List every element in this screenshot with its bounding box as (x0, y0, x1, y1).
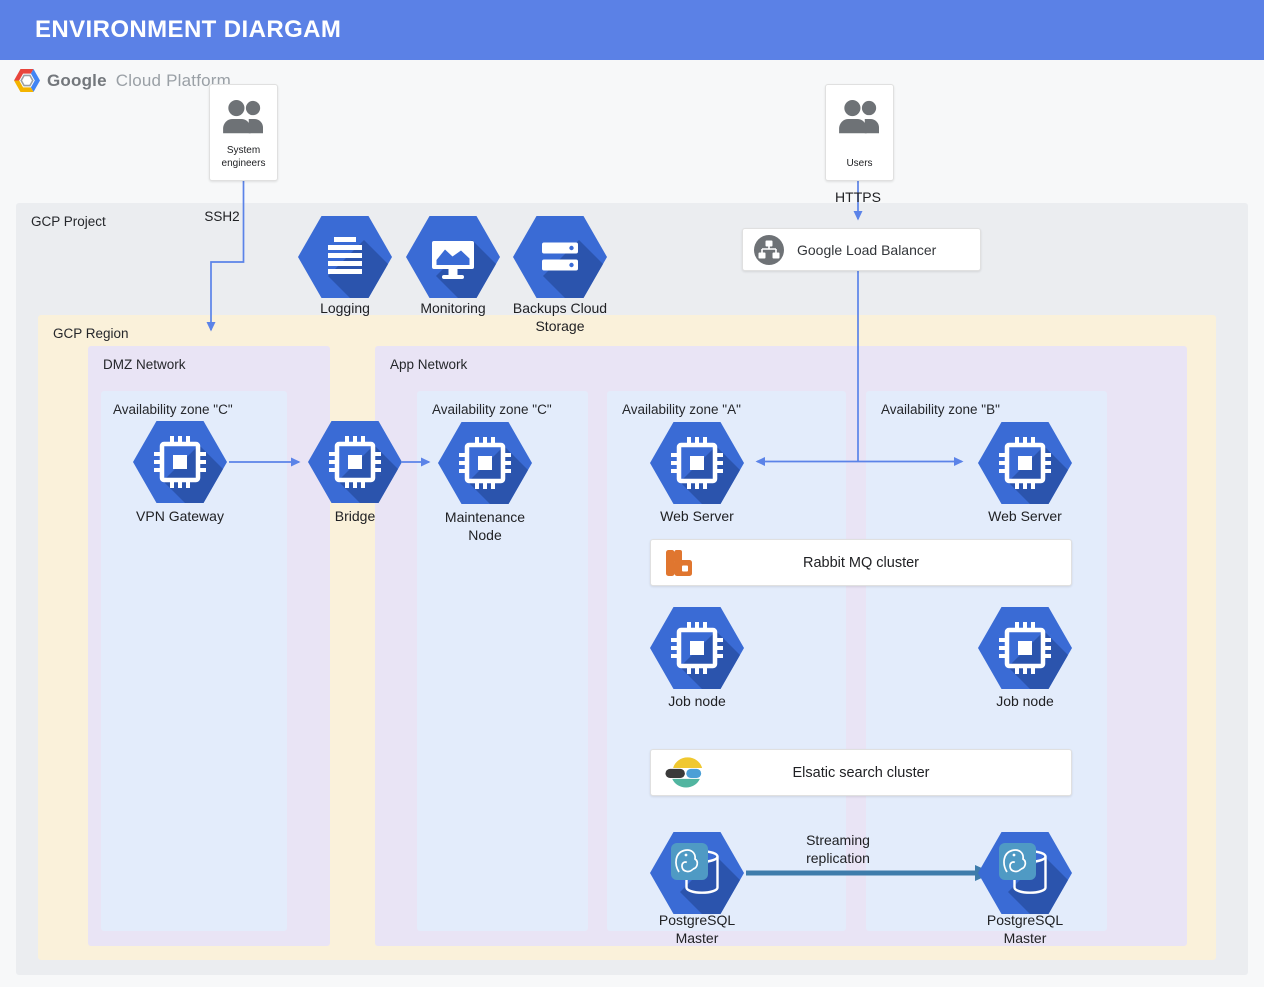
vpn-gateway-label: VPN Gateway (136, 508, 224, 524)
bridge-label: Bridge (334, 508, 376, 524)
backups-cloud-storage-icon (513, 216, 607, 298)
web-server-b-icon (978, 422, 1072, 504)
page-title: ENVIRONMENT DIARGAM (35, 16, 342, 43)
elasticsearch-cluster: Elsatic search cluster (650, 749, 1072, 796)
google-load-balancer-label: Google Load Balancer (797, 241, 937, 258)
job-node-b-icon (978, 607, 1072, 689)
system-engineers-card: System engineers (209, 84, 278, 181)
gcp-brand: Google Cloud Platform (14, 69, 231, 92)
availability-zone-app-c-label: Availability zone "C" (432, 402, 552, 417)
rabbitmq-cluster: Rabbit MQ cluster (650, 539, 1072, 586)
logging-label: Logging (320, 300, 370, 316)
web-server-a-icon (650, 422, 744, 504)
availability-zone-app-a-label: Availability zone "A" (622, 402, 741, 417)
job-node-a-icon (650, 607, 744, 689)
vpn-gateway-icon (133, 421, 227, 503)
load-balancer-icon (754, 234, 784, 265)
users-label: Users (846, 158, 873, 169)
rabbitmq-icon (666, 549, 692, 576)
ssh2-label: SSH2 (204, 209, 240, 224)
monitoring-label: Monitoring (420, 300, 486, 316)
dmz-network-label: DMZ Network (103, 357, 186, 372)
gcp-logo-icon (14, 69, 40, 92)
rabbitmq-cluster-label: Rabbit MQ cluster (802, 554, 920, 571)
elasticsearch-cluster-label: Elsatic search cluster (792, 764, 930, 781)
job-node-a-label: Job node (668, 693, 726, 709)
gcp-project-label: GCP Project (31, 214, 106, 229)
backups-cloud-storage-label: Backups Cloud Storage (512, 300, 608, 334)
people-icon (837, 99, 883, 137)
logging-icon (298, 216, 392, 298)
https-label: HTTPS (835, 189, 881, 205)
page-header: ENVIRONMENT DIARGAM (0, 0, 1264, 60)
postgresql-master-b-icon (978, 832, 1072, 914)
system-engineers-label: System engineers (221, 145, 266, 169)
brand-name-secondary: Cloud Platform (115, 70, 231, 90)
availability-zone-dmz-c-label: Availability zone "C" (113, 402, 233, 417)
web-server-a-label: Web Server (660, 508, 734, 524)
job-node-b-label: Job node (996, 693, 1054, 709)
google-load-balancer: Google Load Balancer (742, 228, 981, 271)
streaming-replication-label: Streaming replication (806, 832, 870, 867)
gcp-region-label: GCP Region (53, 326, 129, 341)
monitoring-icon (406, 216, 500, 298)
postgresql-master-a-icon (650, 832, 744, 914)
availability-zone-app-b-label: Availability zone "B" (881, 402, 1000, 417)
maintenance-node-icon (438, 422, 532, 504)
postgresql-master-b-label: PostgreSQL Master (986, 912, 1064, 946)
postgresql-master-a-label: PostgreSQL Master (658, 912, 736, 946)
maintenance-node-label: Maintenance Node (444, 509, 526, 543)
brand-name-primary: Google (47, 70, 107, 90)
elasticsearch-icon (665, 756, 703, 788)
people-icon (221, 99, 267, 137)
app-network-label: App Network (390, 357, 468, 372)
web-server-b-label: Web Server (988, 508, 1062, 524)
bridge-icon (308, 421, 402, 503)
users-card: Users (825, 84, 894, 181)
